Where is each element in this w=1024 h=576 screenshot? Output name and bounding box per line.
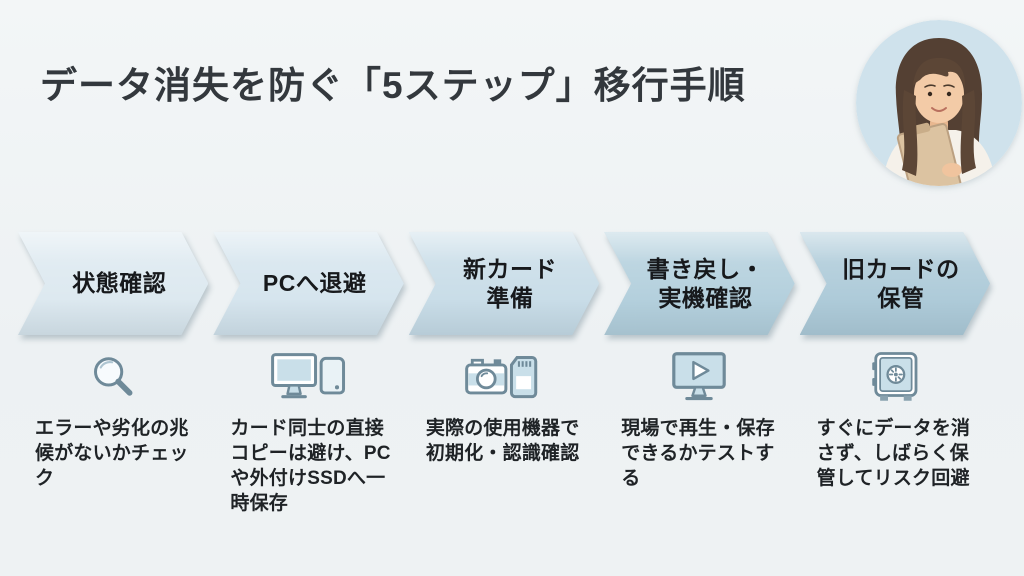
step-label: 旧カードの 保管	[842, 256, 960, 311]
step-chevron-3: 新カード 準備	[409, 232, 599, 335]
step-column-2: PCへ退避 カード同士の直接コピーは避け、PCや外付けSSDへ一時保存	[213, 232, 403, 516]
process-steps: 状態確認 エラーや劣化の兆候がないかチェック PCへ退避	[18, 232, 990, 516]
step-label: PCへ退避	[262, 270, 367, 297]
monitor-play-icon	[672, 352, 727, 401]
presenter-photo-illustration	[856, 20, 1022, 186]
step-description: 現場で再生・保存できるかテストする	[621, 418, 775, 490]
step-chevron-1: 状態確認	[18, 232, 208, 335]
pc-and-external-drive-icon	[270, 353, 345, 399]
step-column-4: 書き戻し・ 実機確認 現場で再生・保存できるかテストする	[604, 232, 794, 516]
step-column-1: 状態確認 エラーや劣化の兆候がないかチェック	[18, 232, 208, 516]
step-label: 状態確認	[72, 270, 167, 297]
step-description: 実際の使用機器で初期化・認識確認	[425, 418, 580, 465]
presenter-avatar	[856, 20, 1022, 186]
step-column-3: 新カード 準備 実際の使用機	[409, 232, 599, 516]
step-label: 書き戻し・ 実機確認	[646, 256, 765, 311]
step-chevron-2: PCへ退避	[213, 232, 403, 335]
step-description: すぐにデータを消さず、しばらく保管してリスク回避	[816, 418, 971, 490]
safe-icon	[872, 352, 918, 401]
step-chevron-5: 旧カードの 保管	[800, 232, 990, 335]
magnifier-icon	[94, 357, 133, 396]
camera-and-sd-card-icon	[465, 355, 538, 399]
step-label: 新カード 準備	[463, 256, 558, 311]
step-column-5: 旧カードの 保管	[800, 232, 990, 516]
step-description: カード同士の直接コピーは避け、PCや外付けSSDへ一時保存	[230, 418, 391, 515]
step-chevron-4: 書き戻し・ 実機確認	[604, 232, 794, 335]
page-title: データ消失を防ぐ「5ステップ」移行手順	[40, 65, 746, 106]
step-description: エラーや劣化の兆候がないかチェック	[35, 418, 189, 490]
